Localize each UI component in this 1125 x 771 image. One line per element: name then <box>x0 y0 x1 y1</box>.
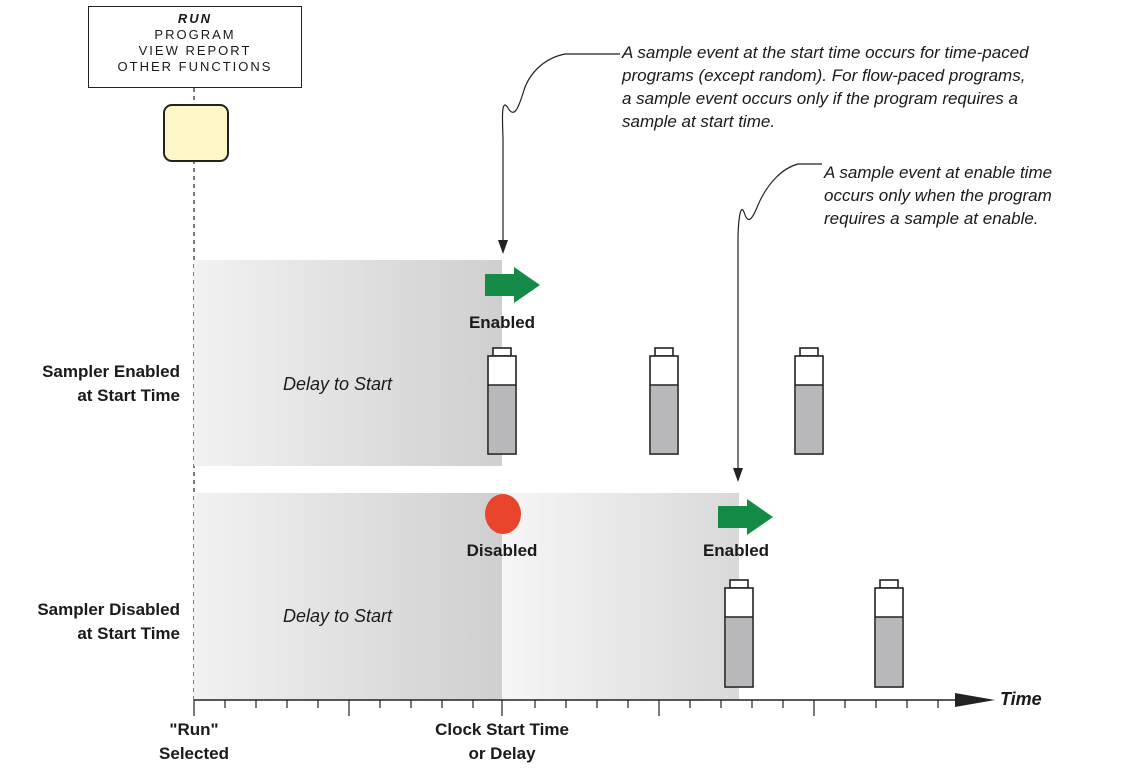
axis-ticks <box>193 700 939 716</box>
disabled-row-delay-band <box>194 493 502 700</box>
disabled-row-delay-label: Delay to Start <box>283 606 393 626</box>
enabled-row-label: Sampler Enabled at Start Time <box>42 362 180 405</box>
enabled-arrow-icon-2 <box>718 499 773 535</box>
sample-bottle-icon <box>874 579 904 688</box>
sample-bottle-icon <box>794 347 824 455</box>
start-time-callout-arrowhead <box>498 240 508 254</box>
run-menu-box: RUN PROGRAM VIEW REPORT OTHER FUNCTIONS <box>88 6 302 88</box>
menu-item-program[interactable]: PROGRAM <box>154 27 236 42</box>
enable-time-callout-arrowhead <box>733 468 743 482</box>
enable-time-callout-leader <box>737 163 822 470</box>
time-axis-label: Time <box>1000 689 1042 709</box>
run-selected-label: "Run" Selected <box>159 720 229 763</box>
enabled-arrow-icon <box>485 267 540 303</box>
start-time-callout-leader <box>501 53 620 242</box>
disabled-row-wait-band <box>502 493 739 700</box>
start-time-note: A sample event at the start time occurs … <box>622 43 1029 131</box>
disabled-dot-icon <box>485 494 521 534</box>
enter-key-button[interactable] <box>163 104 229 162</box>
sample-bottle-icon <box>649 347 679 455</box>
time-axis-arrowhead <box>955 693 995 707</box>
disabled-row-label: Sampler Disabled at Start Time <box>37 600 180 643</box>
enabled-state-label: Enabled <box>468 313 536 332</box>
clock-start-label: Clock Start Time or Delay <box>435 720 569 763</box>
sample-bottle-icon <box>724 579 754 688</box>
menu-item-run[interactable]: RUN <box>177 11 213 26</box>
menu-item-view-report[interactable]: VIEW REPORT <box>138 43 252 58</box>
sample-bottle-icon <box>487 347 517 455</box>
enable-time-note: A sample event at enable time occurs onl… <box>824 163 1053 228</box>
enabled-state-label-2: Enabled <box>702 541 770 560</box>
disabled-state-label: Disabled <box>466 541 538 560</box>
enabled-row-delay-band <box>194 260 502 466</box>
menu-item-other-functions[interactable]: OTHER FUNCTIONS <box>117 59 273 74</box>
enabled-row-delay-label: Delay to Start <box>283 374 393 394</box>
